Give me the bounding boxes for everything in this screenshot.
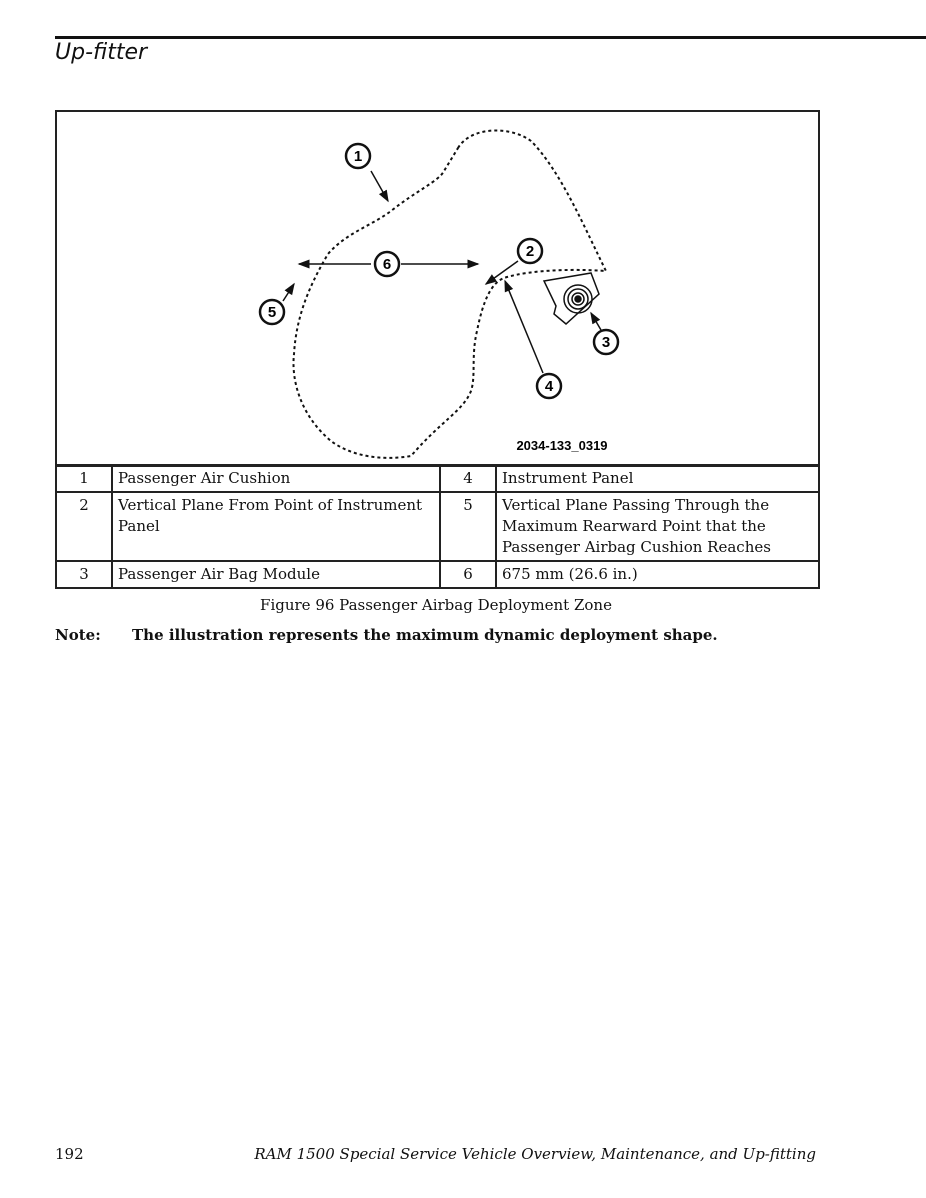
table-row: 3 Passenger Air Bag Module 6 675 mm (26.… (55, 560, 820, 589)
page-number: 192 (55, 1145, 84, 1163)
arrow-5 (282, 282, 295, 302)
legend-text: Vertical Plane Passing Through the Maxim… (495, 491, 820, 562)
legend-text: Passenger Air Cushion (111, 464, 441, 493)
callout-5: 5 (258, 298, 286, 326)
table-row: 1 Passenger Air Cushion 4 Instrument Pan… (55, 464, 820, 493)
svg-text:3: 3 (602, 334, 610, 351)
legend-text: Passenger Air Bag Module (111, 560, 441, 589)
legend-text: 675 mm (26.6 in.) (495, 560, 820, 589)
svg-text:6: 6 (383, 256, 391, 273)
legend-number: 2 (55, 491, 113, 562)
arrow-3 (590, 311, 602, 331)
svg-text:5: 5 (268, 304, 276, 321)
section-title: Up-fitter (55, 40, 148, 65)
legend-number: 3 (55, 560, 113, 589)
legend-text: Vertical Plane From Point of Instrument … (111, 491, 441, 562)
figure-caption: Figure 96 Passenger Airbag Deployment Zo… (260, 596, 612, 614)
note: Note: The illustration represents the max… (55, 626, 718, 644)
table-row: 2 Vertical Plane From Point of Instrumen… (55, 491, 820, 562)
arrow-4 (504, 279, 544, 374)
arrow-2 (484, 260, 519, 285)
airbag-deployment-figure: 1 6 2 5 3 4 2034-133_0319 (55, 110, 820, 467)
callout-4: 4 (535, 372, 563, 400)
legend-text: Instrument Panel (495, 464, 820, 493)
legend-number: 5 (439, 491, 497, 562)
legend-number: 4 (439, 464, 497, 493)
svg-text:1: 1 (354, 148, 362, 165)
svg-text:2: 2 (526, 243, 534, 260)
callout-3: 3 (592, 328, 620, 356)
deployment-illustration: 1 6 2 5 3 4 2034-133_0319 (258, 129, 620, 459)
legend-number: 6 (439, 560, 497, 589)
figure-id-label: 2034-133_0319 (516, 438, 607, 453)
header-rule (55, 36, 926, 39)
legend-number: 1 (55, 464, 113, 493)
footer-title: RAM 1500 Special Service Vehicle Overvie… (254, 1145, 816, 1163)
callout-1: 1 (344, 142, 372, 170)
airbag-module-rings (563, 284, 593, 314)
callout-6: 6 (373, 250, 401, 278)
legend-table: 1 Passenger Air Cushion 4 Instrument Pan… (55, 464, 820, 589)
svg-text:4: 4 (545, 378, 554, 395)
callout-2: 2 (516, 237, 544, 265)
note-text: The illustration represents the maximum … (132, 626, 718, 644)
arrow-1 (370, 170, 389, 203)
note-label: Note: (55, 626, 101, 644)
